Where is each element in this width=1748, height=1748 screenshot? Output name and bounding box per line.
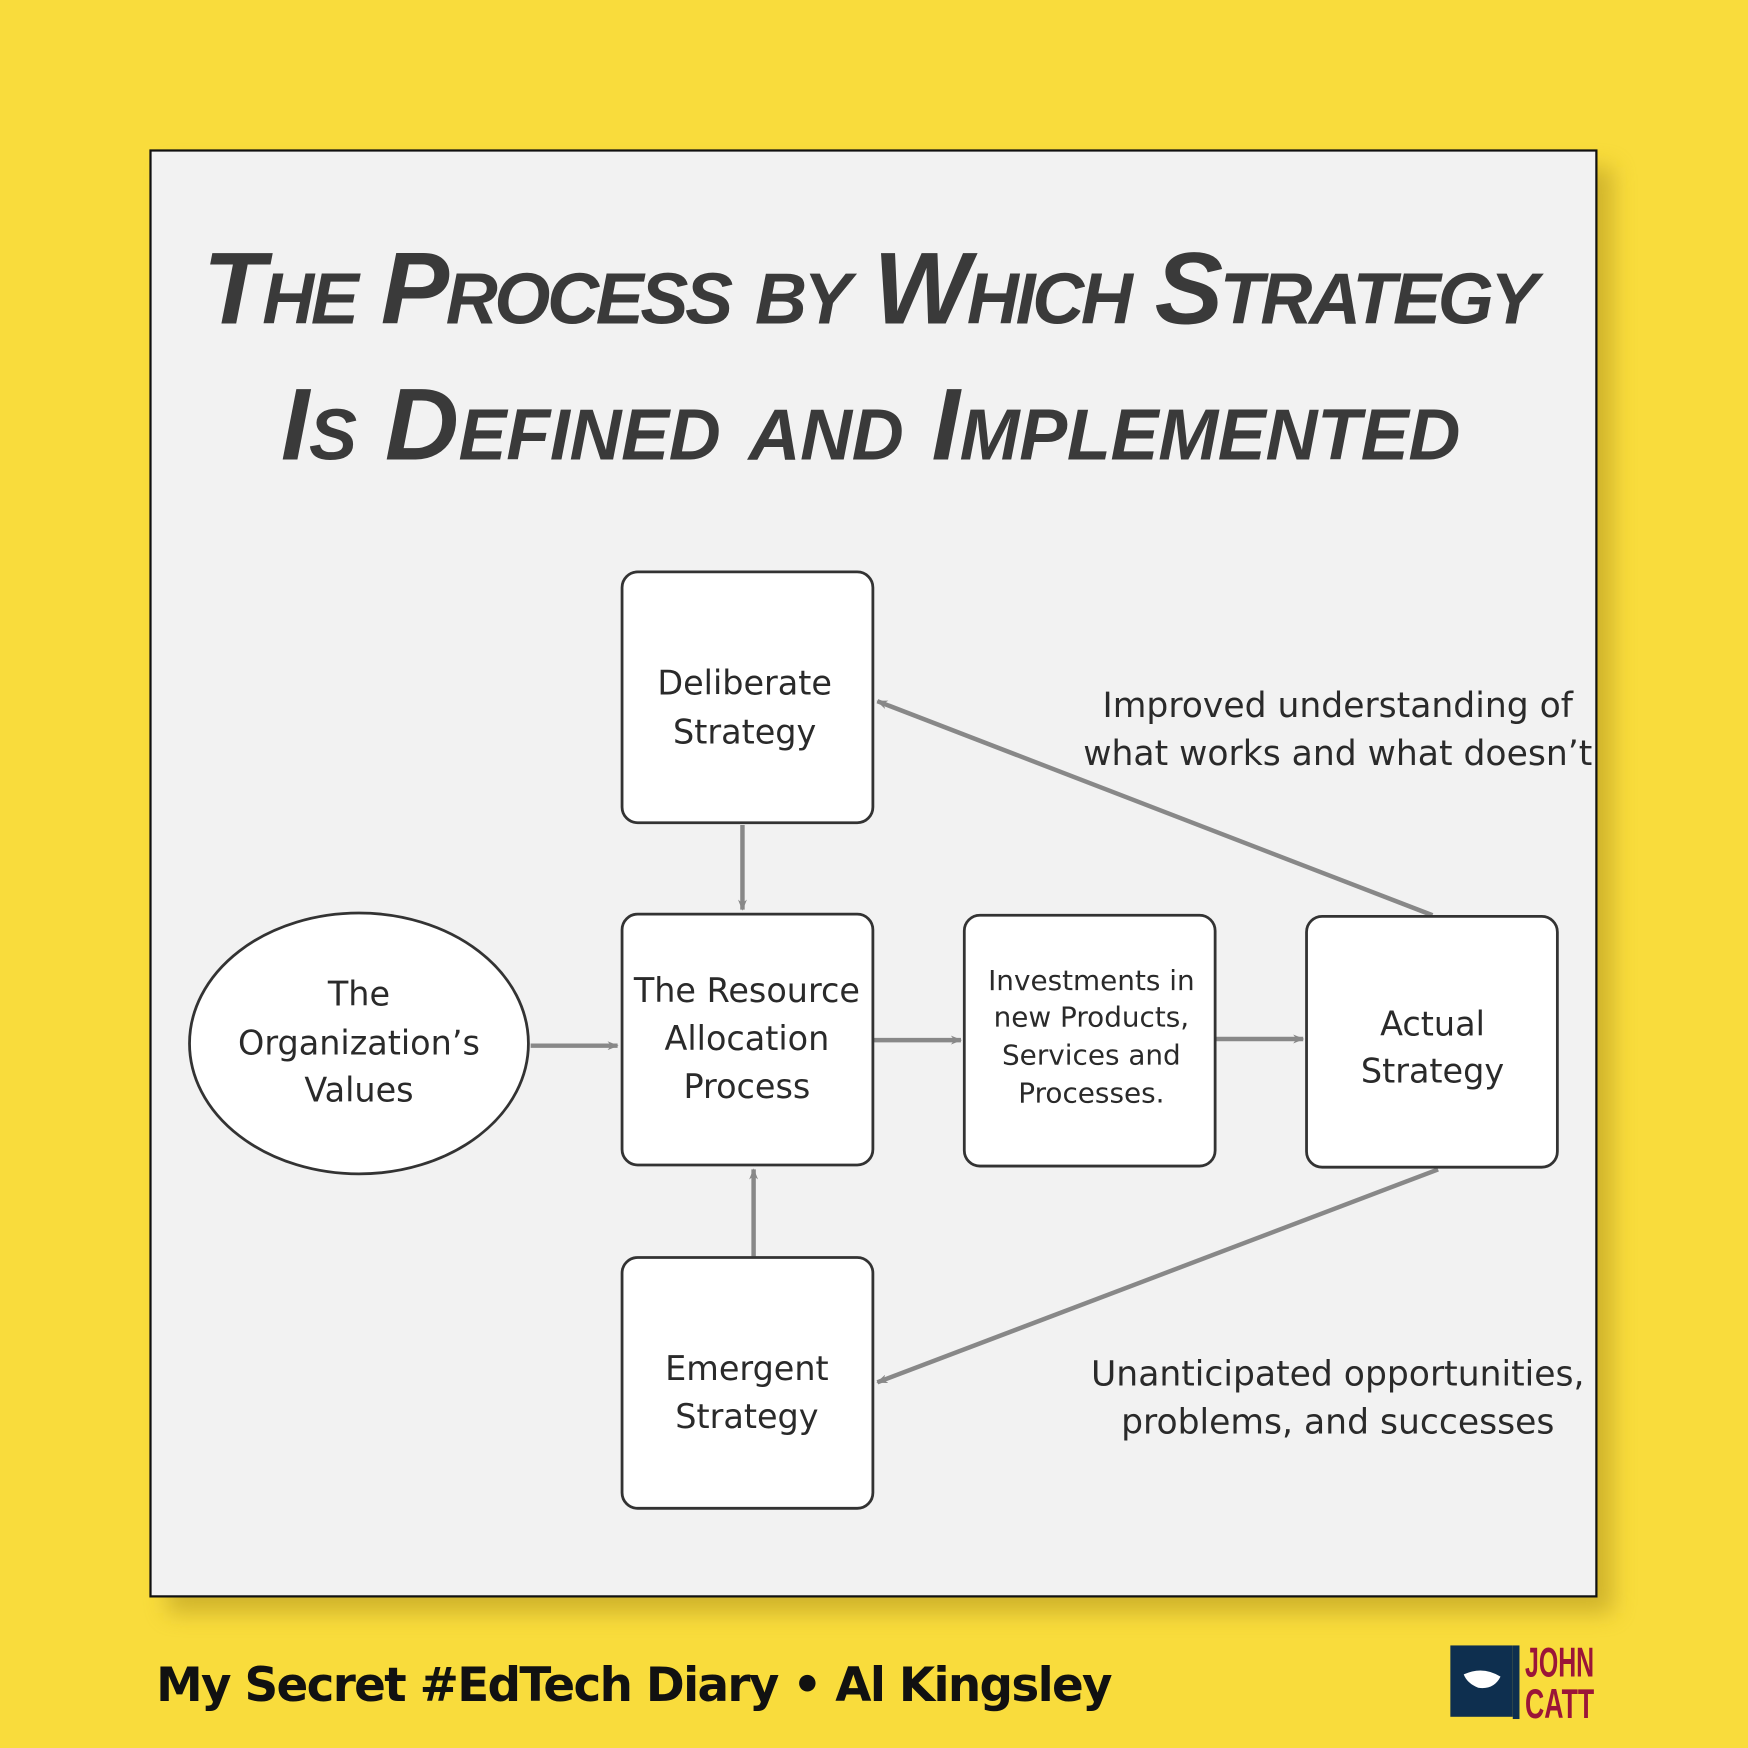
eye-icon [1463, 1670, 1501, 1689]
node-label: Allocation [664, 1019, 829, 1058]
footer-credit: My Secret #EdTech Diary • Al Kingsley [156, 1659, 1112, 1713]
node-label: Strategy [1361, 1051, 1504, 1090]
node-label: Values [304, 1070, 413, 1109]
node-organization-values: The Organization’s Values [188, 911, 530, 1176]
node-emergent-strategy: Emergent Strategy [620, 1256, 875, 1510]
arrow-actual-to-deliberate [876, 699, 1434, 918]
node-label: Investments in [988, 964, 1195, 997]
node-label: Services and [1002, 1039, 1181, 1072]
feedback-top-line-1: Improved understanding of [1103, 686, 1574, 726]
node-label: The Resource [633, 971, 860, 1010]
node-label: Actual [1380, 1005, 1485, 1044]
logo-text-catt: CATT [1525, 1681, 1594, 1727]
node-label: The [327, 975, 390, 1014]
john-catt-logo: JOHN CATT [1450, 1640, 1594, 1727]
node-label: Strategy [675, 1397, 818, 1436]
title-line-1: The Process by Which Strategy [203, 230, 1544, 345]
node-label: Deliberate [657, 664, 832, 703]
title-line-2: Is Defined and Implemented [281, 366, 1463, 481]
feedback-bottom-line-2: problems, and successes [1121, 1403, 1554, 1443]
node-label: Emergent [665, 1349, 829, 1388]
node-actual-strategy: Actual Strategy [1305, 914, 1559, 1169]
node-resource-allocation: The Resource Allocation Process [620, 912, 875, 1167]
node-label: Processes. [1018, 1077, 1164, 1110]
arrow-actual-to-emergent [876, 1167, 1439, 1385]
node-label: Process [683, 1067, 810, 1106]
node-label: Strategy [673, 713, 816, 752]
logo-text-john: JOHN [1525, 1640, 1594, 1686]
feedback-top-line-2: what works and what doesn’t [1083, 734, 1592, 774]
node-label: Organization’s [238, 1024, 480, 1063]
node-investments: Investments in new Products, Services an… [962, 913, 1217, 1168]
node-label: new Products, [994, 1001, 1190, 1034]
feedback-bottom-line-1: Unanticipated opportunities, [1091, 1355, 1584, 1395]
node-deliberate-strategy: Deliberate Strategy [620, 570, 875, 825]
